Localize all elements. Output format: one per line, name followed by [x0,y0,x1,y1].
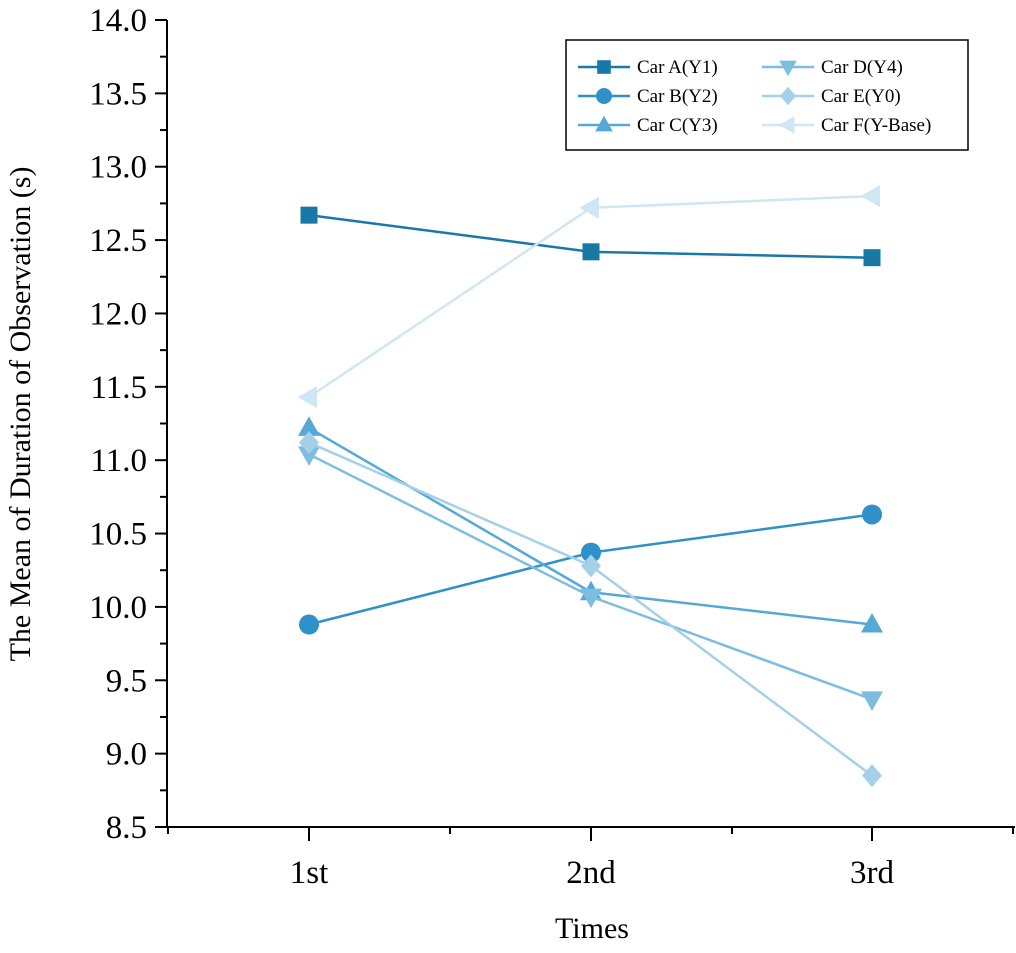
legend-label: Car C(Y3) [637,115,718,136]
y-tick-label: 13.0 [89,150,147,186]
legend-label: Car E(Y0) [821,86,901,107]
data-point [861,691,883,711]
legend-marker [779,60,797,77]
legend-marker [595,115,613,132]
legend-marker [780,86,796,106]
legend-item: Car F(Y-Base) [762,115,931,136]
data-point [863,249,881,267]
y-tick-label: 8.5 [106,810,147,846]
y-tick-label: 13.5 [89,76,147,112]
data-point [861,613,883,633]
y-tick-label: 9.5 [106,663,147,699]
legend-label: Car B(Y2) [637,86,718,107]
legend-marker [597,60,611,74]
data-point [298,446,320,466]
data-point [300,206,318,224]
y-axis: 14.0 13.5 13.0 12.5 12.0 11.5 11.0 10.5 10.0 9.5 9… [89,3,167,846]
legend-label: Car F(Y-Base) [821,115,931,136]
legend-marker [596,88,612,104]
series-4 [298,446,883,711]
y-tick-label: 10.0 [89,590,147,626]
y-tick-label: 11.5 [90,370,147,406]
y-axis-title: The Mean of Duration of Observation (s) [4,167,37,662]
x-axis: 1st 2nd 3rd [167,827,1014,891]
legend: Car A(Y1) Car B(Y2) Car C(Y3) Car D(Y4) Car … [565,39,969,151]
data-point [862,764,882,788]
legend-item: Car C(Y3) [578,115,718,136]
data-point [581,542,601,563]
series-layer [297,185,883,788]
series-line [308,453,873,701]
y-tick-label: 11.0 [90,443,147,479]
data-point [297,386,317,409]
x-tick-label: 1st [290,855,329,891]
data-point [862,504,882,525]
x-tick-label: 3rd [850,855,894,891]
data-point [299,614,319,635]
y-tick-label: 14.0 [89,3,147,39]
y-tick-label: 12.5 [89,223,147,259]
legend-item: Car D(Y4) [762,57,903,78]
y-tick-label: 10.5 [89,517,147,553]
series-6 [297,185,880,409]
x-axis-title: Times [555,912,629,945]
series-1 [300,206,881,267]
data-point [299,431,319,455]
series-line [308,441,873,777]
series-5 [299,431,882,788]
data-point [581,554,601,578]
legend-label: Car A(Y1) [637,57,718,78]
y-tick-label: 12.0 [89,296,147,332]
legend-label: Car D(Y4) [821,57,903,78]
legend-item: Car B(Y2) [578,86,718,107]
data-point [860,185,880,208]
legend-item: Car A(Y1) [578,57,718,78]
data-point [580,588,602,609]
data-point [579,196,599,219]
y-tick-label: 9.0 [106,737,147,773]
data-point [582,243,600,261]
legend-item: Car E(Y0) [762,86,901,107]
series-2 [299,504,882,635]
data-point [298,416,320,436]
x-tick-label: 2nd [566,855,616,891]
legend-marker [778,116,795,134]
